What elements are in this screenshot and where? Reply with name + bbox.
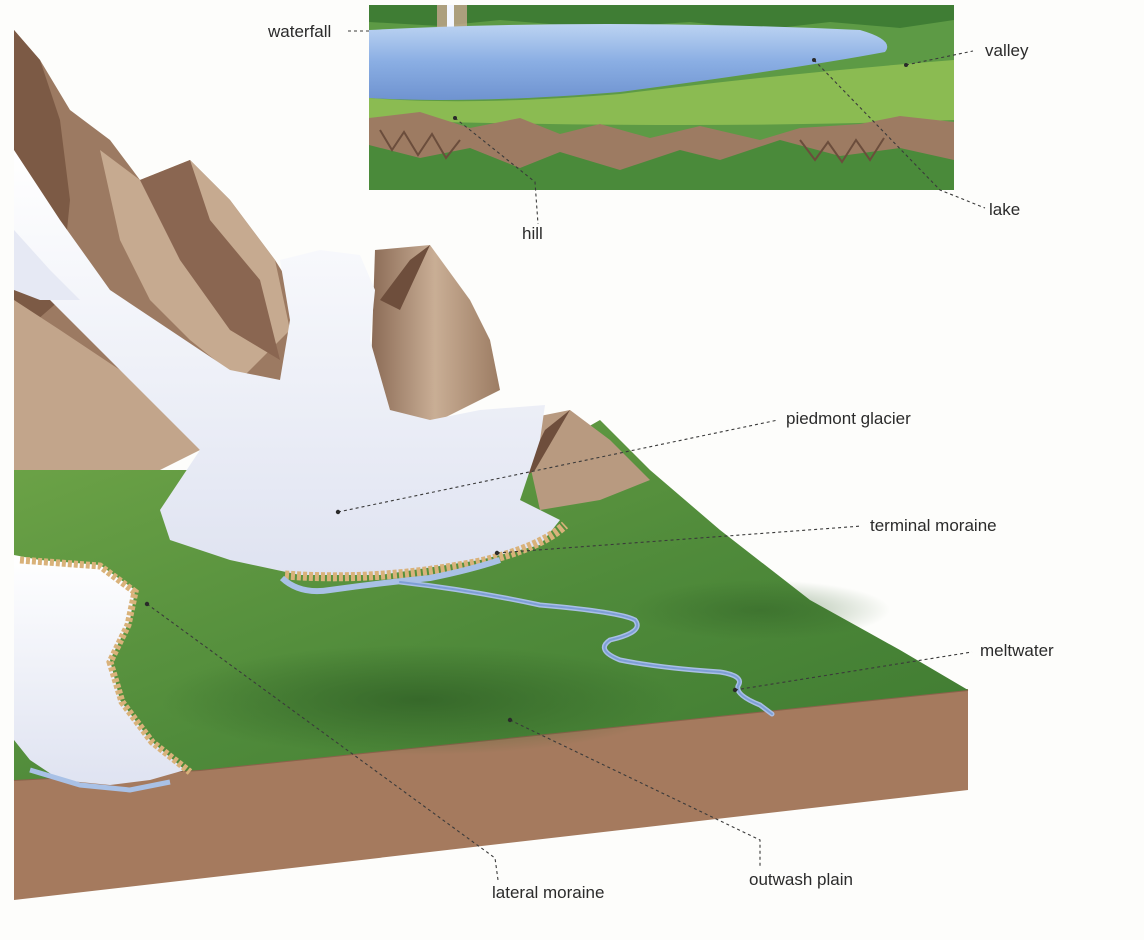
label-waterfall: waterfall [268, 23, 331, 40]
label-lake: lake [989, 201, 1020, 218]
plain-shadow-1 [160, 645, 680, 755]
dot-hill [453, 116, 457, 120]
label-lateral-moraine: lateral moraine [492, 884, 604, 901]
dot-meltwater [733, 688, 737, 692]
plain-shadow-2 [630, 580, 890, 640]
dot-terminal-moraine [495, 551, 499, 555]
label-terminal-moraine: terminal moraine [870, 517, 997, 534]
label-outwash-plain: outwash plain [749, 871, 853, 888]
dot-lake [812, 58, 816, 62]
label-hill: hill [522, 225, 543, 242]
dot-lateral-moraine [145, 602, 149, 606]
label-valley: valley [985, 42, 1028, 59]
inset-valley-scene [369, 5, 954, 190]
dot-outwash-plain [508, 718, 512, 722]
label-piedmont-glacier: piedmont glacier [786, 410, 911, 427]
mountain-center-peak [370, 245, 500, 430]
label-meltwater: meltwater [980, 642, 1054, 659]
dot-valley [904, 63, 908, 67]
dot-piedmont-glacier [336, 510, 340, 514]
